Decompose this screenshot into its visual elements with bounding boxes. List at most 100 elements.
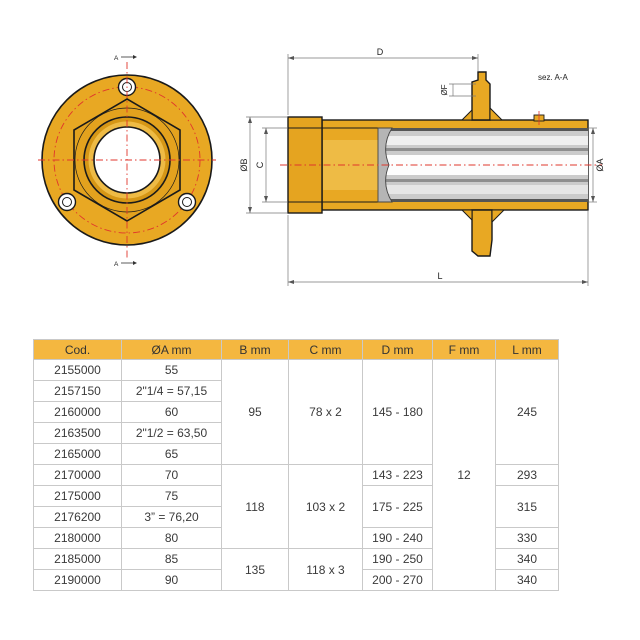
- dimension-b-arrow-top: [248, 117, 252, 123]
- section-marker-top-label: A: [114, 55, 119, 62]
- section-marker-top: A: [114, 55, 137, 62]
- flange-upper-fillet-right: [489, 106, 504, 121]
- flange-lower-fillet-right: [491, 209, 506, 224]
- insert-stripe-1: [380, 136, 588, 145]
- flange-upper-fillet-left: [460, 108, 473, 121]
- dimension-a: ØA: [589, 127, 605, 203]
- section-marker-bottom: A: [114, 261, 137, 268]
- cell-l: 245: [495, 359, 559, 465]
- dimension-b-label: ØB: [239, 158, 249, 171]
- technical-drawing: A A: [38, 47, 605, 286]
- flange-lower: [471, 209, 493, 257]
- cell-cod: 2163500: [33, 422, 122, 444]
- cell-cod: 2180000: [33, 527, 122, 549]
- dimension-f: ØF: [440, 83, 476, 97]
- header-a: ØA mm: [121, 339, 222, 360]
- table-row: 2155000 55 95 78 x 2 145 - 180 12 245: [33, 359, 559, 591]
- cell-a: 55: [121, 359, 222, 381]
- cell-a: 2"1/4 = 57,15: [121, 380, 222, 402]
- cell-cod: 2155000: [33, 359, 122, 381]
- section-marker-top-arrowhead: [133, 55, 137, 59]
- bolt-hole-bottom-left: [57, 192, 77, 212]
- table-row: 2176200 3” = 76,20: [33, 506, 559, 528]
- table-row: 2190000 90 200 - 270 340: [33, 569, 559, 591]
- dimension-l-label: L: [437, 271, 442, 281]
- table-row: 2180000 80 190 - 240 330: [33, 527, 559, 549]
- cell-c: 103 x 2: [288, 464, 363, 549]
- bolt-hole-bottom-right-inner: [182, 197, 192, 207]
- header-d: D mm: [362, 339, 433, 360]
- cell-d: 190 - 250: [362, 548, 433, 570]
- cell-a: 85: [121, 548, 222, 570]
- cell-d: 175 - 225: [362, 485, 433, 528]
- set-screw: [533, 111, 545, 125]
- dimension-b: ØB: [239, 116, 287, 214]
- cell-a: 90: [121, 569, 222, 591]
- cell-l: 293: [495, 464, 559, 486]
- dimension-a-arrow-top: [591, 128, 595, 134]
- cell-cod: 2165000: [33, 443, 122, 465]
- cell-l: 340: [495, 569, 559, 591]
- bolt-hole-bottom-right-outer: [177, 192, 197, 212]
- cell-d: 145 - 180: [362, 359, 433, 465]
- bolt-hole-bottom-left-outer: [57, 192, 77, 212]
- cell-a: 60: [121, 401, 222, 423]
- dimension-a-label: ØA: [595, 158, 605, 171]
- flange-lower-fillet-left: [460, 209, 473, 222]
- dimension-d-label: D: [377, 47, 384, 57]
- cell-l: 330: [495, 527, 559, 549]
- section-marker-bottom-label: A: [114, 261, 119, 268]
- cell-cod: 2176200: [33, 506, 122, 528]
- cell-c: 78 x 2: [288, 359, 363, 465]
- table-header-row: Cod. ØA mm B mm C mm D mm F mm L mm: [33, 339, 559, 360]
- insert-stripe-4: [380, 179, 588, 182]
- dimension-l-arrow-left: [288, 280, 294, 284]
- cell-b: 135: [221, 548, 289, 591]
- dimension-c-label: C: [255, 161, 265, 168]
- cell-cod: 2190000: [33, 569, 122, 591]
- header-l: L mm: [495, 339, 559, 360]
- cell-b: 118: [221, 464, 289, 549]
- dimension-c: C: [255, 127, 287, 203]
- dimension-l: L: [287, 211, 589, 286]
- cell-a: 80: [121, 527, 222, 549]
- table-row: 2160000 60: [33, 401, 559, 423]
- header-cod: Cod.: [33, 339, 122, 360]
- dimension-d-arrow-left: [288, 56, 294, 60]
- cell-cod: 2157150: [33, 380, 122, 402]
- cell-a: 75: [121, 485, 222, 507]
- section-title: sez. A-A: [538, 73, 568, 82]
- dimension-c-arrow-top: [264, 128, 268, 134]
- cell-a: 3” = 76,20: [121, 506, 222, 528]
- cell-f: 12: [432, 359, 496, 591]
- front-view: A A: [38, 55, 216, 268]
- header-c: C mm: [288, 339, 363, 360]
- section-marker-bottom-arrowhead: [133, 261, 137, 265]
- cell-d: 200 - 270: [362, 569, 433, 591]
- cell-cod: 2185000: [33, 548, 122, 570]
- dimension-l-arrow-right: [582, 280, 588, 284]
- cell-a: 65: [121, 443, 222, 465]
- cell-d: 190 - 240: [362, 527, 433, 549]
- cell-l: 340: [495, 548, 559, 570]
- cell-d: 143 - 223: [362, 464, 433, 486]
- table-row: 2157150 2"1/4 = 57,15: [33, 380, 559, 402]
- dimension-d-arrow-right: [472, 56, 478, 60]
- cell-a: 2"1/2 = 63,50: [121, 422, 222, 444]
- cell-cod: 2175000: [33, 485, 122, 507]
- cell-c: 118 x 3: [288, 548, 363, 591]
- dimension-a-arrow-bottom: [591, 196, 595, 202]
- bolt-hole-bottom-left-inner: [62, 197, 72, 207]
- flange-section: [460, 71, 506, 257]
- section-view: D ØF ØB C: [239, 47, 605, 286]
- specification-table: Cod. ØA mm B mm C mm D mm F mm L mm 2155…: [33, 339, 559, 591]
- dimension-f-label: ØF: [440, 84, 449, 95]
- bolt-hole-bottom-right: [177, 192, 197, 212]
- cell-cod: 2160000: [33, 401, 122, 423]
- dimension-d: D: [287, 47, 479, 115]
- table-row: 2185000 85 135 118 x 3 190 - 250 340: [33, 548, 559, 591]
- dimension-c-arrow-bottom: [264, 196, 268, 202]
- table-row: 2163500 2"1/2 = 63,50: [33, 422, 559, 444]
- cell-a: 70: [121, 464, 222, 486]
- header-f: F mm: [432, 339, 496, 360]
